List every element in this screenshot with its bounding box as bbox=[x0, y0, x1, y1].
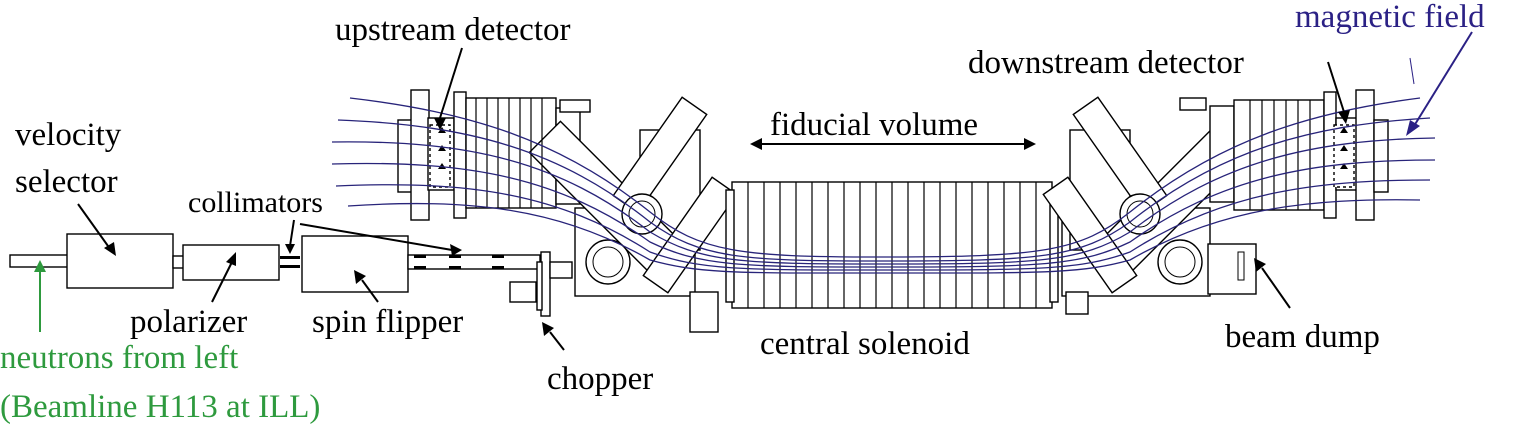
arrow-velocity-selector bbox=[77, 203, 116, 256]
downstream-detector bbox=[1333, 124, 1355, 188]
label-central-solenoid: central solenoid bbox=[760, 326, 970, 362]
collimator-tube bbox=[407, 254, 541, 270]
label-fiducial-volume: fiducial volume bbox=[770, 107, 978, 143]
label-chopper: chopper bbox=[547, 361, 653, 397]
solenoid-fins bbox=[747, 182, 1037, 308]
label-velocity-selector-line1: velocity bbox=[15, 117, 122, 153]
velocity-selector bbox=[66, 233, 174, 289]
arrow-spin-flipper bbox=[354, 270, 379, 303]
label-upstream-detector: upstream detector bbox=[335, 12, 570, 48]
label-spin-flipper: spin flipper bbox=[312, 304, 463, 340]
arrow-chopper bbox=[542, 322, 565, 351]
label-velocity-selector-line2: selector bbox=[15, 164, 118, 200]
upstream-detector bbox=[429, 124, 451, 188]
spin-flipper bbox=[301, 235, 409, 293]
arrow-fiducial-volume bbox=[750, 138, 1036, 150]
arrow-beam-dump bbox=[1254, 258, 1291, 309]
arrow-upstream-detector bbox=[434, 47, 463, 130]
label-collimators: collimators bbox=[188, 186, 323, 219]
label-downstream-detector: downstream detector bbox=[968, 45, 1244, 81]
polarizer bbox=[182, 244, 280, 281]
arrow-downstream-detector bbox=[1327, 61, 1350, 124]
magnetic-field-lines bbox=[331, 97, 1436, 274]
arrow-neutrons bbox=[34, 260, 46, 332]
label-beam-dump: beam dump bbox=[1225, 319, 1380, 355]
label-neutrons-line2: (Beamline H113 at ILL) bbox=[0, 389, 320, 425]
arrows-collimators bbox=[285, 219, 462, 256]
collimator-marks bbox=[280, 256, 300, 268]
label-neutrons-line1: neutrons from left bbox=[0, 340, 238, 376]
arrow-polarizer bbox=[211, 252, 236, 303]
label-polarizer: polarizer bbox=[130, 304, 247, 340]
arrow-magnetic-field bbox=[1406, 31, 1473, 136]
label-magnetic-field: magnetic field bbox=[1295, 0, 1485, 35]
chopper bbox=[509, 251, 573, 317]
beam-dump bbox=[1207, 243, 1257, 295]
